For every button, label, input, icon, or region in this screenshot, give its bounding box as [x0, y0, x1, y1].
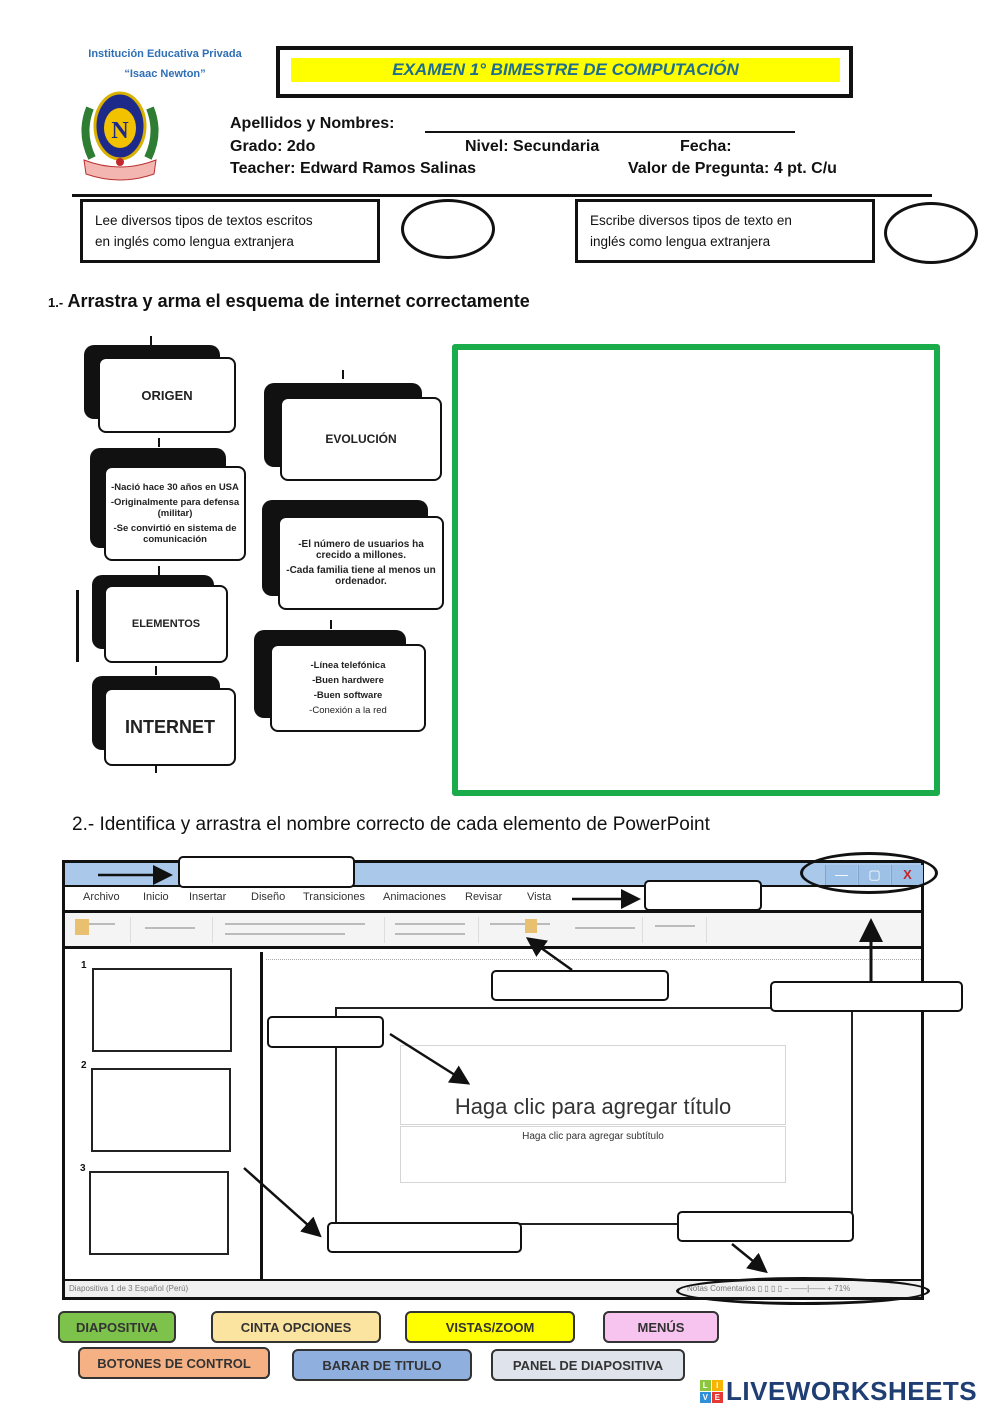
control-buttons-oval — [800, 852, 938, 894]
paste-icon — [75, 919, 89, 935]
powerpoint-window-mock: — ▢ X Archivo Inicio Insertar Diseño Tra… — [62, 860, 924, 1300]
thumbnail-number: 3 — [80, 1163, 86, 1174]
label-botones-de-control[interactable]: BOTONES DE CONTROL — [78, 1347, 270, 1379]
menu-item: Transiciones — [303, 891, 365, 903]
menu-item: Archivo — [83, 891, 120, 903]
drop-target-control-buttons[interactable] — [770, 981, 963, 1012]
question-value-label: Valor de Pregunta: 4 pt. C/u — [628, 160, 837, 177]
grade-circle-reading[interactable] — [401, 199, 495, 259]
competency-text: Lee diversos tipos de textos escritos — [95, 213, 313, 228]
card-label: ELEMENTOS — [104, 585, 228, 663]
slide-thumbnail-panel: 1 2 3 — [65, 952, 263, 1282]
teacher-label: Teacher: Edward Ramos Salinas — [230, 160, 477, 177]
drop-target-views-zoom[interactable] — [677, 1211, 854, 1242]
svg-text:N: N — [111, 118, 129, 144]
status-bar-oval — [676, 1277, 930, 1305]
label-menus[interactable]: MENÚS — [603, 1311, 719, 1343]
liveworksheets-logo: L I V E LIVEWORKSHEETS — [700, 1376, 977, 1407]
drop-target-menus[interactable] — [644, 880, 762, 911]
ruler — [266, 954, 921, 960]
drop-target-title-bar[interactable] — [178, 856, 355, 888]
card-elementos[interactable]: ELEMENTOS — [92, 575, 230, 665]
competency-box-writing: Escribe diversos tipos de texto en inglé… — [575, 199, 875, 263]
card-internet[interactable]: INTERNET — [92, 676, 238, 768]
label-diapositiva[interactable]: DIAPOSITIVA — [58, 1311, 176, 1343]
subtitle-placeholder: Haga clic para agregar subtítulo — [400, 1126, 786, 1183]
card-elementos-details[interactable]: -Línea telefónica -Buen hardwere -Buen s… — [254, 630, 428, 734]
menu-item: Inicio — [143, 891, 169, 903]
institution-school-name: “Isaac Newton” — [124, 68, 206, 80]
status-left-text: Diapositiva 1 de 3 Español (Perú) — [69, 1284, 189, 1293]
menu-item: Vista — [527, 891, 552, 903]
question-text: Arrastra y arma el esquema de internet c… — [67, 291, 530, 311]
connector-tick — [155, 666, 157, 675]
level-label: Nivel: Secundaria — [465, 138, 600, 155]
label-panel-de-diapositiva[interactable]: PANEL DE DIAPOSITIVA — [491, 1349, 685, 1381]
slide-thumbnail — [91, 1068, 231, 1152]
slide-thumbnail — [92, 968, 232, 1052]
drop-target-ribbon[interactable] — [491, 970, 669, 1001]
card-evolucion-details[interactable]: -El número de usuarios ha crecido a mill… — [262, 500, 446, 612]
card-origen[interactable]: ORIGEN — [84, 345, 238, 435]
name-field-line[interactable] — [425, 131, 795, 133]
competency-text: inglés como lengua extranjera — [590, 234, 771, 249]
name-label: Apellidos y Nombres: — [230, 115, 395, 132]
connector-tick — [150, 336, 152, 345]
thumbnail-number: 1 — [81, 960, 87, 971]
connector-tick — [158, 438, 160, 447]
grade-label: Grado: 2do — [230, 138, 316, 155]
competency-text: en inglés como lengua extranjera — [95, 234, 294, 249]
school-crest-logo: N — [80, 88, 160, 183]
subtitle-placeholder-text: Haga clic para agregar subtítulo — [522, 1131, 664, 1142]
slide-thumbnail — [89, 1171, 229, 1255]
connector-tick — [158, 566, 160, 575]
card-evolucion[interactable]: EVOLUCIÓN — [264, 383, 444, 483]
slide-canvas — [335, 1007, 853, 1225]
connector-tick — [330, 620, 332, 629]
menu-item: Diseño — [251, 891, 286, 903]
competency-text: Escribe diversos tipos de texto en — [590, 213, 792, 228]
institution-name: Institución Educativa Privada — [88, 48, 242, 60]
arrange-icon — [525, 919, 537, 933]
card-origen-details[interactable]: -Nació hace 30 años en USA -Originalment… — [90, 448, 248, 562]
question-1-title: 1.- Arrastra y arma el esquema de intern… — [48, 291, 530, 312]
question-number: 1.- — [48, 295, 64, 310]
diagram-drop-area[interactable] — [452, 344, 940, 796]
question-2-title: 2.- Identifica y arrastra el nombre corr… — [72, 814, 710, 835]
label-cinta-opciones[interactable]: CINTA OPCIONES — [211, 1311, 381, 1343]
menu-item: Revisar — [465, 891, 503, 903]
exam-title: EXAMEN 1° BIMESTRE DE COMPUTACIÓN — [291, 58, 840, 82]
card-label: EVOLUCIÓN — [280, 397, 442, 481]
card-label: INTERNET — [104, 688, 236, 766]
label-barra-de-titulo[interactable]: BARAR DE TITULO — [292, 1349, 472, 1381]
label-vistas-zoom[interactable]: VISTAS/ZOOM — [405, 1311, 575, 1343]
header-divider — [72, 194, 932, 197]
ppt-menu-bar: Archivo Inicio Insertar Diseño Transicio… — [65, 887, 921, 913]
exam-title-box: EXAMEN 1° BIMESTRE DE COMPUTACIÓN — [276, 46, 853, 98]
title-placeholder: Haga clic para agregar título — [400, 1045, 786, 1125]
competency-box-reading: Lee diversos tipos de textos escritos en… — [80, 199, 380, 263]
card-text-block: -El número de usuarios ha crecido a mill… — [278, 516, 444, 610]
card-text-block: -Línea telefónica -Buen hardwere -Buen s… — [270, 644, 426, 732]
ppt-ribbon — [65, 913, 921, 949]
brand-name: LIVEWORKSHEETS — [726, 1376, 978, 1406]
drop-target-slide[interactable] — [267, 1016, 384, 1048]
card-text-block: -Nació hace 30 años en USA -Originalment… — [104, 466, 246, 561]
connector-tick — [342, 370, 344, 379]
date-label: Fecha: — [680, 138, 732, 155]
liveworksheets-cube-icon: L I V E — [700, 1380, 723, 1403]
menu-item: Animaciones — [383, 891, 446, 903]
drop-target-slide-panel[interactable] — [327, 1222, 522, 1253]
side-line — [76, 590, 79, 662]
grade-circle-writing[interactable] — [884, 202, 978, 264]
connector-tick — [155, 764, 157, 773]
card-label: ORIGEN — [98, 357, 236, 433]
menu-item: Insertar — [189, 891, 227, 903]
title-placeholder-text: Haga clic para agregar título — [454, 1094, 732, 1119]
thumbnail-number: 2 — [81, 1060, 87, 1071]
